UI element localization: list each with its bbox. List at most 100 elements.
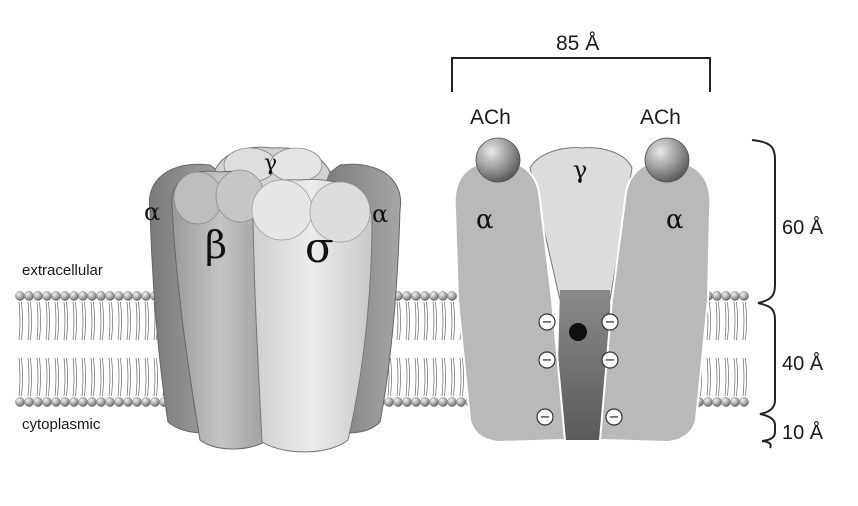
lipid-tail xyxy=(417,357,419,397)
lipid-head xyxy=(69,397,79,407)
lipid-head xyxy=(15,397,25,407)
lipid-head xyxy=(51,397,61,407)
negative-charge xyxy=(538,313,556,331)
negative-charge xyxy=(601,313,619,331)
brace-60 xyxy=(751,139,776,321)
alpha-left-subunit-section xyxy=(453,160,567,444)
lipid-head xyxy=(132,291,142,301)
beta-lobe xyxy=(173,171,223,225)
lipid-tail xyxy=(81,301,84,341)
lipid-head xyxy=(384,397,394,407)
gamma-subunit-section xyxy=(529,147,633,301)
lipid-tail xyxy=(441,357,444,397)
lipid-head xyxy=(438,397,448,407)
lipid-tail xyxy=(709,301,711,341)
negative-charge xyxy=(605,408,623,426)
lipid-tail xyxy=(459,357,462,397)
lipid-tail xyxy=(147,357,149,397)
lipid-tail xyxy=(745,357,747,397)
lipid-tail xyxy=(435,357,437,397)
lipid-tail xyxy=(135,357,138,397)
lipid-tail xyxy=(18,357,21,397)
lipid-head xyxy=(721,397,731,407)
lipid-head xyxy=(402,291,412,301)
beta-subunit xyxy=(171,170,269,450)
lipid-tail xyxy=(27,357,30,397)
lipid-tail xyxy=(724,301,727,341)
lipid-head xyxy=(420,397,430,407)
lipid-tail xyxy=(63,357,66,397)
brace-10 xyxy=(761,425,776,449)
lipid-tail xyxy=(126,357,129,397)
lipid-tail xyxy=(405,301,408,341)
lipid-tail xyxy=(75,357,77,397)
lipid-head xyxy=(105,291,115,301)
ach-label-left: ACh xyxy=(470,106,511,129)
lipid-tail xyxy=(414,301,417,341)
lipid-head xyxy=(33,291,43,301)
lipid-tail xyxy=(129,301,131,341)
lipid-tail xyxy=(39,357,41,397)
lipid-head xyxy=(114,397,124,407)
lipid-head xyxy=(712,397,722,407)
lipid-head xyxy=(78,397,88,407)
lipid-tail xyxy=(444,357,446,397)
lipid-head xyxy=(105,397,115,407)
lipid-tail xyxy=(126,301,129,341)
lipid-tail xyxy=(156,357,158,397)
lipid-tail xyxy=(423,301,426,341)
lipid-head xyxy=(141,291,151,301)
lipid-head xyxy=(429,397,439,407)
negative-charge-symbol: − xyxy=(540,410,551,425)
lipid-tail xyxy=(144,301,147,341)
lipid-tail xyxy=(441,301,444,341)
lipid-tail xyxy=(453,301,455,341)
ion-pore xyxy=(556,290,612,440)
lipid-tail xyxy=(450,301,453,341)
negative-charge-symbol: − xyxy=(609,410,620,425)
lipid-tail xyxy=(405,357,408,397)
lipid-tail xyxy=(48,301,50,341)
lipid-head xyxy=(42,397,52,407)
permeating-ion xyxy=(569,323,587,341)
lipid-tail xyxy=(111,301,113,341)
lipid-tail xyxy=(742,301,745,341)
lipid-tail xyxy=(709,357,711,397)
lipid-tail xyxy=(423,357,426,397)
width-label: 85 Å xyxy=(556,32,599,55)
alpha-right-section-label: α xyxy=(666,205,684,235)
lipid-tail xyxy=(390,357,392,397)
brace-40 xyxy=(759,320,776,426)
lipid-head xyxy=(96,397,106,407)
lipid-head xyxy=(447,397,457,407)
lipid-head xyxy=(33,397,43,407)
gamma-section-label: γ xyxy=(573,156,587,184)
lipid-tail xyxy=(399,357,401,397)
lipid-tail xyxy=(30,301,32,341)
lipid-tail xyxy=(715,357,718,397)
lipid-tail xyxy=(715,301,718,341)
lipid-tail xyxy=(30,357,32,397)
sigma-subunit xyxy=(252,178,373,453)
lipid-head xyxy=(24,397,34,407)
sigma-label: σ xyxy=(305,223,334,272)
lipid-tail xyxy=(138,357,140,397)
sigma-lobe xyxy=(251,179,313,241)
extracellular-label: extracellular xyxy=(22,262,103,279)
lipid-head xyxy=(739,291,749,301)
lipid-tail xyxy=(102,301,104,341)
lipid-tail xyxy=(84,301,86,341)
lipid-tail xyxy=(462,357,464,397)
lipid-head xyxy=(141,397,151,407)
dimension-10-label: 10 Å xyxy=(782,421,824,444)
lipid-tail xyxy=(736,357,738,397)
lipid-tail xyxy=(93,301,95,341)
lipid-tail xyxy=(57,357,59,397)
lipid-tail xyxy=(426,301,428,341)
lipid-tail xyxy=(733,301,736,341)
negative-charge xyxy=(538,351,556,369)
lipid-tail xyxy=(81,357,84,397)
negative-charge-symbol: − xyxy=(605,315,616,330)
negative-charge xyxy=(601,351,619,369)
lipid-tail xyxy=(48,357,50,397)
